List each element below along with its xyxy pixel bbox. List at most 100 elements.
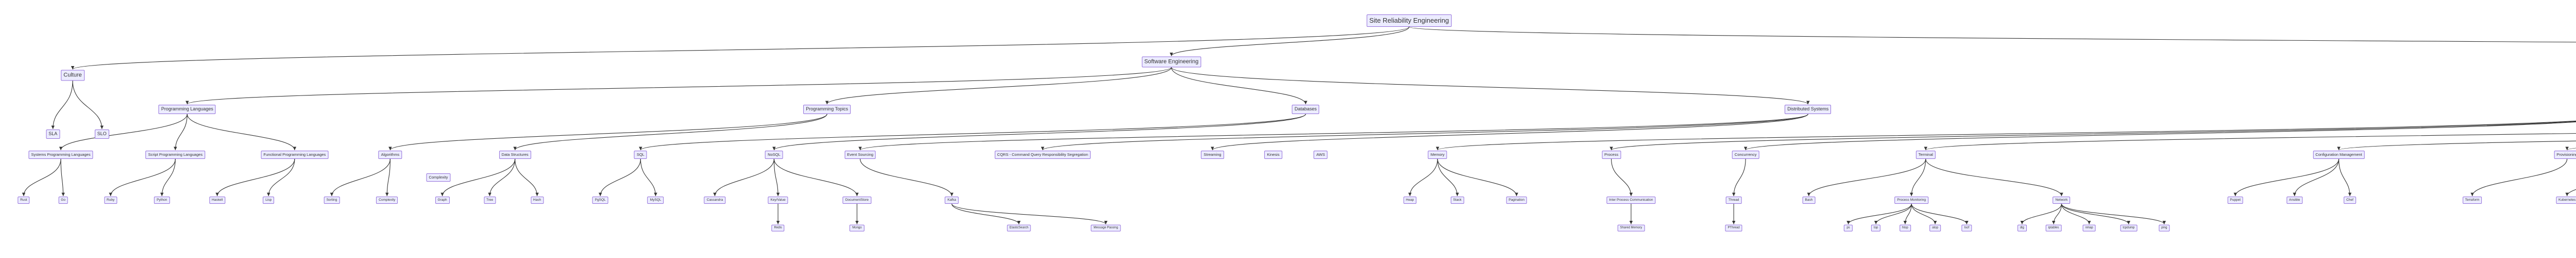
node-functional-programming-languages[interactable]: Functional Programming Languages [261, 151, 329, 159]
node-chef[interactable]: Chef [2344, 197, 2356, 204]
node-lsof[interactable]: lsof [1961, 224, 1972, 232]
node-ping[interactable]: ping [2159, 224, 2170, 232]
edge-n20-n49 [515, 158, 539, 197]
node-haskell[interactable]: Haskell [209, 197, 226, 204]
node-configuration-management[interactable]: Configuration Management [2313, 151, 2365, 159]
node-shared-memory[interactable]: Shared Memory [1617, 224, 1645, 232]
node-elasticsearch[interactable]: ElasticSearch [1007, 224, 1031, 232]
node-documentstore[interactable]: DocumentStore [842, 197, 872, 204]
node-kinesis[interactable]: Kinesis [1264, 151, 1282, 159]
node-redis[interactable]: Redis [771, 224, 785, 232]
node-kafka[interactable]: Kafka [945, 197, 959, 204]
edge-n22-n53 [773, 158, 780, 197]
edge-n2-n6 [185, 67, 1172, 105]
edge-n8-n21 [639, 114, 1306, 151]
node-terminal[interactable]: Terminal [1916, 151, 1936, 159]
node-memory[interactable]: Memory [1428, 151, 1447, 159]
node-pagination[interactable]: Pagination [1506, 197, 1527, 204]
node-ansible[interactable]: Ansible [2286, 197, 2303, 204]
node-rust[interactable]: Rust [18, 197, 30, 204]
node-pgsql[interactable]: PgSQL [592, 197, 608, 204]
node-pthread[interactable]: PThread [1725, 224, 1742, 232]
node-lisp[interactable]: Lisp [263, 197, 275, 204]
edge-n34-n84 [2565, 189, 2576, 197]
node-software-engineering[interactable]: Software Engineering [1142, 56, 1201, 68]
edge-n1-n4 [51, 80, 73, 130]
node-graph[interactable]: Graph [435, 197, 450, 204]
node-inter-process-communication[interactable]: Inter Process Communication [1606, 197, 1656, 204]
edge-n2-n8 [1171, 67, 1308, 105]
node-nosql[interactable]: NoSQL [765, 151, 783, 159]
edge-n74-n77 [2061, 203, 2091, 224]
node-concurrency[interactable]: Concurrency [1732, 151, 1759, 159]
node-provisioning[interactable]: Provisioning [2554, 151, 2576, 159]
node-mysql[interactable]: MySQL [647, 197, 664, 204]
node-tree[interactable]: Tree [483, 197, 496, 204]
edge-n9-n25 [1211, 114, 1808, 151]
node-slo[interactable]: SLO [94, 130, 109, 139]
node-dig[interactable]: dig [2017, 224, 2027, 232]
node-databases[interactable]: Databases [1292, 105, 1319, 114]
edge-n7-n20 [513, 114, 827, 151]
node-go[interactable]: Go [58, 197, 68, 204]
edge-n74-n76 [2052, 203, 2062, 224]
node-complexity[interactable]: Complexity [376, 197, 398, 204]
node-network[interactable]: Network [2053, 197, 2071, 204]
node-culture[interactable]: Culture [61, 70, 84, 81]
node-python[interactable]: Python [154, 197, 170, 204]
node-process[interactable]: Process [1602, 151, 1621, 159]
node-bash[interactable]: Bash [1802, 197, 1816, 204]
edge-n57-n58 [951, 203, 1021, 224]
edge-n22-n52 [713, 158, 774, 197]
node-mongo[interactable]: Mongo [850, 224, 865, 232]
node-process-monitoring[interactable]: Process Monitoring [1894, 197, 1928, 204]
edge-n68-n71 [1903, 203, 1912, 224]
node-stack[interactable]: Stack [1450, 197, 1464, 204]
node-cassandra[interactable]: Cassandra [704, 197, 726, 204]
node-top[interactable]: top [1871, 224, 1881, 232]
node-tcpdump[interactable]: tcpdump [2120, 224, 2138, 232]
node-sorting[interactable]: Sorting [324, 197, 340, 204]
node-sla[interactable]: SLA [46, 130, 60, 139]
node-ps[interactable]: ps [1844, 224, 1853, 232]
node-message-passing[interactable]: Message Passing [1091, 224, 1121, 232]
node-ruby[interactable]: Ruby [104, 197, 117, 204]
edge-n21-n51 [640, 158, 657, 197]
node-distributed-systems[interactable]: Distributed Systems [1785, 105, 1832, 114]
node-script-programming-languages[interactable]: Script Programming Languages [145, 151, 206, 159]
node-key-value[interactable]: Key/Value [768, 197, 788, 204]
node-programming-languages[interactable]: Programming Languages [158, 105, 216, 114]
edge-n10-n30 [1744, 121, 2576, 151]
edge-n17-n43 [215, 158, 295, 197]
node-event-sourcing[interactable]: Event Sourcing [844, 151, 876, 159]
node-programming-topics[interactable]: Programming Topics [803, 105, 851, 114]
node-atop[interactable]: atop [1929, 224, 1941, 232]
node-iptables[interactable]: iptables [2045, 224, 2062, 232]
node-algorithms[interactable]: Algorithms [378, 151, 402, 159]
edge-n2-n9 [1171, 67, 1810, 105]
edge-n33-n83 [2470, 158, 2568, 197]
edge-n8-n22 [772, 114, 1306, 151]
edge-n6-n16 [174, 114, 188, 151]
node-site-reliability-engineering[interactable]: Site Reliability Engineering [1366, 14, 1452, 27]
node-aws[interactable]: AWS [1313, 151, 1328, 159]
node-heap[interactable]: Heap [1403, 197, 1417, 204]
node-streaming[interactable]: Streaming [1201, 151, 1224, 159]
edge-n28-n61 [1437, 158, 1459, 197]
node-data-structures[interactable]: Data Structures [499, 151, 531, 159]
node-sql[interactable]: SQL [634, 151, 647, 159]
node-nmap[interactable]: nmap [2082, 224, 2096, 232]
node-kubernetes[interactable]: Kubernetes [2556, 197, 2576, 204]
node-complexity[interactable]: Complexity [426, 173, 451, 182]
node-hash[interactable]: Hash [530, 197, 544, 204]
edge-n6-n15 [59, 114, 188, 151]
edge-n12-n32 [2337, 140, 2576, 151]
node-systems-programming-languages[interactable]: Systems Programming Languages [28, 151, 93, 159]
edge-n0-n3 [1409, 26, 2576, 43]
node-puppet[interactable]: Puppet [2227, 197, 2244, 204]
node-thread[interactable]: Thread [1725, 197, 1742, 204]
node-cqrs-command-query-responsibility-segregation[interactable]: CQRS - Command Query Responsibility Segr… [994, 151, 1091, 159]
node-htop[interactable]: htop [1900, 224, 1911, 232]
node-terraform[interactable]: Terraform [2462, 197, 2482, 204]
